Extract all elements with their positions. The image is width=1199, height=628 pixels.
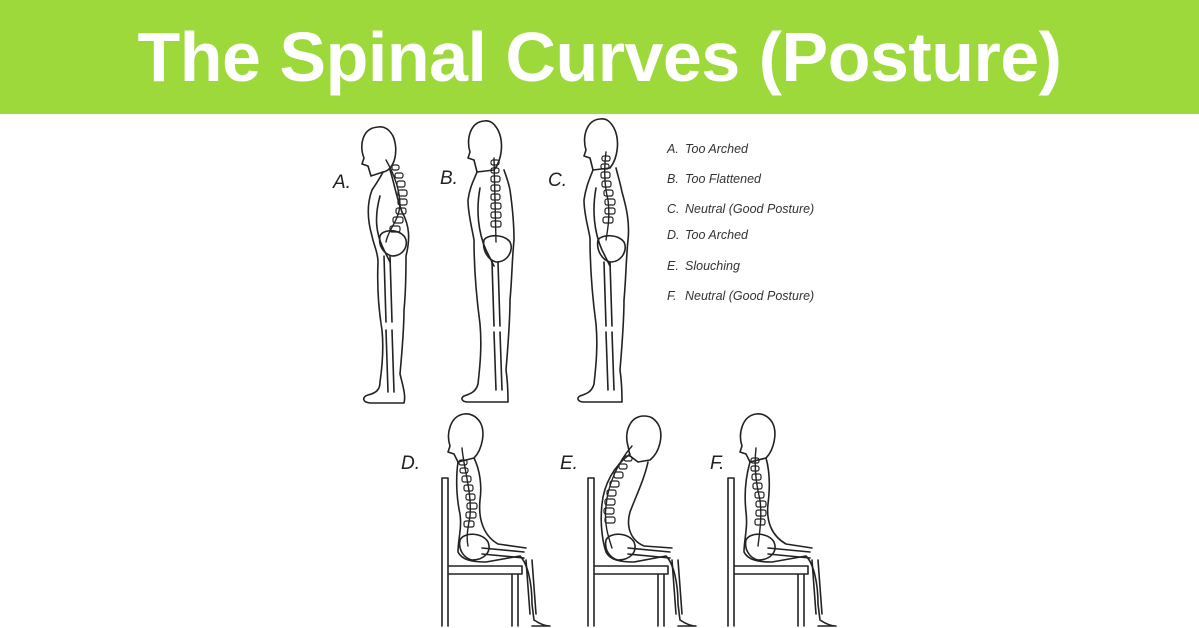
pelvis bbox=[746, 534, 775, 560]
femur bbox=[604, 262, 612, 326]
pelvis bbox=[380, 231, 407, 256]
femur bbox=[384, 256, 392, 322]
head-outline bbox=[448, 414, 483, 462]
body-outline bbox=[457, 458, 550, 626]
femur bbox=[492, 262, 500, 326]
body-outline bbox=[578, 168, 629, 402]
arm-outline bbox=[377, 196, 390, 262]
tibia bbox=[494, 332, 502, 390]
head-outline bbox=[740, 414, 775, 462]
figure-f-sitting-neutral bbox=[728, 414, 836, 626]
head-outline bbox=[627, 416, 661, 462]
body-outline bbox=[601, 454, 696, 626]
figure-c-neutral bbox=[578, 119, 629, 402]
pelvis bbox=[484, 236, 512, 262]
head-outline bbox=[584, 119, 617, 170]
figure-a-too-arched bbox=[362, 127, 409, 403]
pelvis bbox=[460, 534, 489, 560]
chair bbox=[442, 478, 522, 626]
pelvis bbox=[606, 534, 635, 560]
figure-b-too-flattened bbox=[462, 121, 514, 402]
tibia bbox=[386, 330, 394, 392]
figure-e-sitting-slouching bbox=[588, 416, 696, 626]
head-outline bbox=[468, 121, 501, 172]
figure-d-sitting-too-arched bbox=[442, 414, 550, 626]
chair bbox=[588, 478, 668, 626]
body-outline bbox=[462, 170, 514, 402]
tibia bbox=[606, 332, 614, 390]
